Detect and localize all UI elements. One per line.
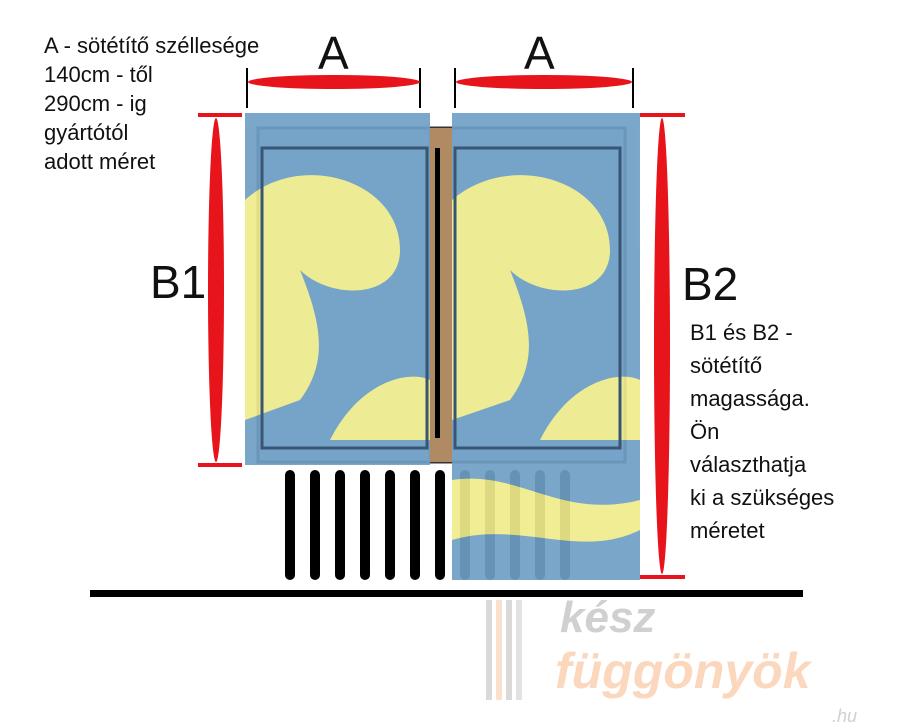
width-note-line: A - sötétítő széllesége [44, 33, 260, 58]
floor-line [90, 590, 803, 597]
watermark-domain: .hu [832, 706, 857, 726]
blind-right [452, 113, 640, 580]
label-b2: B2 [682, 258, 739, 310]
height-note-line: Ön [690, 419, 720, 444]
height-note-line: választhatja [690, 452, 807, 477]
watermark-line2: függönyök [555, 643, 813, 699]
height-note: B1 és B2 - sötétítő magassága. Ön válasz… [690, 316, 834, 547]
width-note-line: gyártótól [44, 120, 129, 145]
width-note-line: adott méret [44, 149, 156, 174]
width-note-line: 290cm - ig [44, 91, 147, 116]
label-b1: B1 [150, 256, 207, 308]
label-a-left: A [318, 27, 349, 79]
dimension-a-right [454, 68, 634, 108]
width-note-line: 140cm - től [44, 62, 153, 87]
height-note-line: méretet [690, 518, 765, 543]
label-a-right: A [524, 27, 555, 79]
height-note-line: sötétítő [690, 353, 763, 378]
watermark-line1: kész [560, 593, 655, 642]
height-note-line: magassága. [690, 386, 810, 411]
dimension-a-left [246, 68, 421, 108]
width-note: A - sötétítő széllesége 140cm - től 290c… [44, 31, 259, 176]
height-note-line: B1 és B2 - [690, 320, 793, 345]
dimension-b1 [198, 113, 242, 467]
blind-left [245, 113, 430, 465]
watermark-logo: kész függönyök .hu [486, 593, 857, 726]
height-note-line: ki a szükséges [690, 485, 835, 510]
dimension-b2 [640, 113, 685, 579]
